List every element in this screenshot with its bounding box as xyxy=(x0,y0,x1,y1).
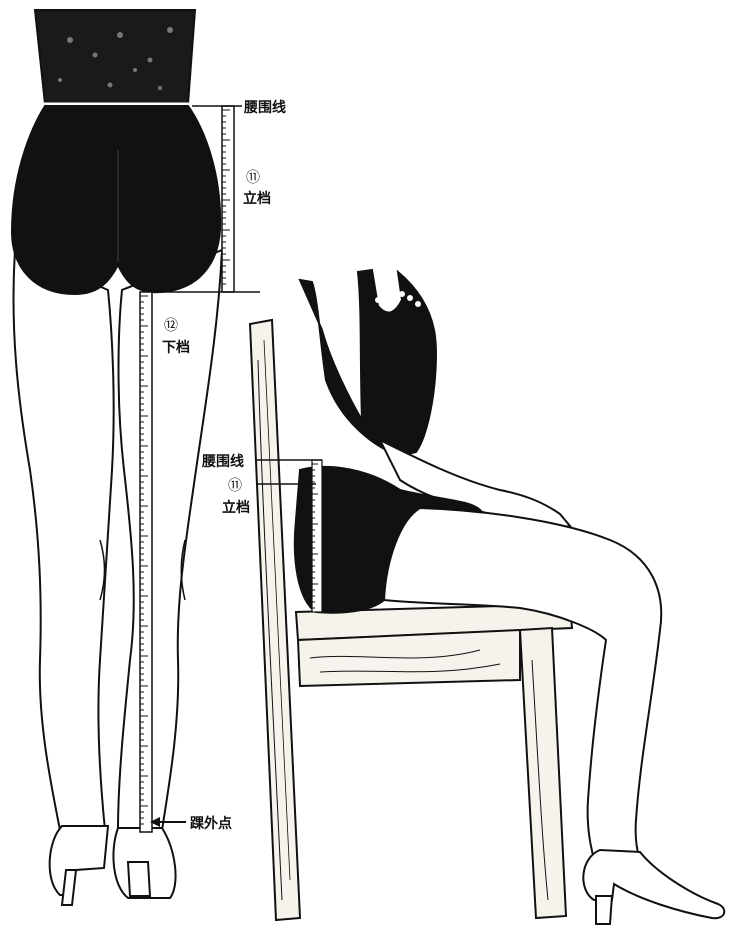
bodysuit-lace-band xyxy=(35,10,195,104)
rise-tape xyxy=(222,106,234,292)
seated-rise-tape xyxy=(312,460,322,612)
waist-line-label: 腰围线 xyxy=(243,99,286,116)
ankle-point-label: 踝外点 xyxy=(190,815,232,832)
right-heel xyxy=(128,862,150,896)
inseam-number: ⑫ xyxy=(164,318,178,334)
seated-rise-label: 立档 xyxy=(222,499,250,516)
seated-figure xyxy=(295,270,724,924)
inseam-tape xyxy=(140,292,152,832)
chair-back-post xyxy=(250,320,300,920)
seated-heel xyxy=(596,896,612,924)
rise-number: ⑪ xyxy=(246,170,260,186)
left-leg xyxy=(13,250,113,830)
chair-front-leg xyxy=(520,628,566,918)
bodysuit-briefs xyxy=(12,106,220,294)
rise-label: 立档 xyxy=(243,190,271,207)
seated-bodysuit-top xyxy=(300,270,436,456)
inseam-label: 下档 xyxy=(162,339,190,356)
seated-waist-line-label: 腰围线 xyxy=(201,453,244,470)
right-leg xyxy=(118,250,222,830)
standing-figure xyxy=(12,10,222,905)
left-shoe xyxy=(50,826,108,895)
seated-rise-number: ⑪ xyxy=(228,478,242,494)
